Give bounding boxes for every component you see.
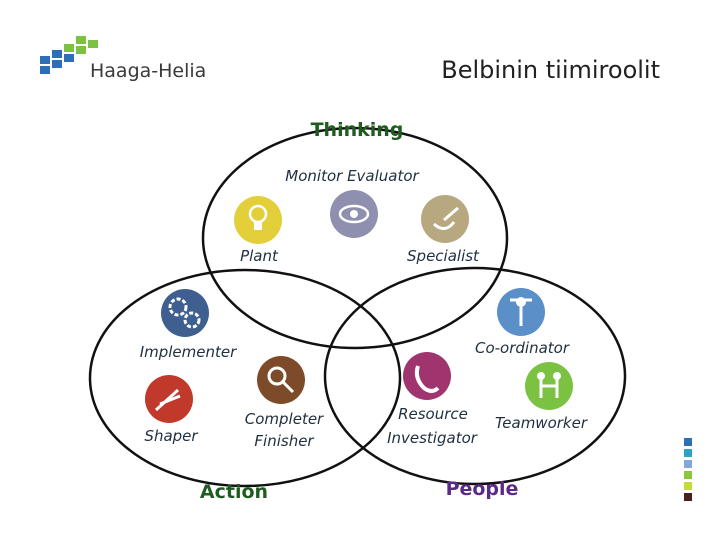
phone-icon	[403, 352, 451, 400]
lightbulb-icon	[234, 196, 282, 244]
role-label-completer: Completer	[245, 410, 324, 428]
role-label-monitor-evaluator: Monitor Evaluator	[285, 167, 419, 185]
magnifier-icon	[257, 356, 305, 404]
bolt-icon	[145, 375, 193, 423]
strip-block	[684, 460, 692, 468]
role-label-specialist: Specialist	[407, 247, 480, 265]
slide-title: Belbinin tiimiroolit	[441, 56, 660, 84]
role-label-implementer: Implementer	[140, 343, 237, 361]
role-label-finisher: Finisher	[254, 432, 314, 450]
role-label-investigator: Investigator	[387, 429, 478, 447]
thinking-circle	[201, 126, 509, 350]
cluster-label-thinking: Thinking	[311, 119, 404, 141]
strip-block	[684, 493, 692, 501]
role-label-co-ordinator: Co-ordinator	[475, 339, 570, 357]
strip-block	[684, 438, 692, 446]
haaga-helia-logo	[40, 36, 98, 74]
brand-name: Haaga-Helia	[90, 60, 207, 82]
cluster-label-people: People	[446, 478, 519, 500]
person-icon	[497, 288, 545, 336]
gears-icon	[161, 289, 209, 337]
action-circle	[88, 268, 402, 488]
role-label-resource: Resource	[398, 405, 468, 423]
strip-block	[684, 482, 692, 490]
role-label-plant: Plant	[240, 247, 279, 265]
cluster-label-action: Action	[200, 481, 268, 503]
eye-icon	[330, 190, 378, 238]
tool-icon	[421, 195, 469, 243]
strip-block	[684, 449, 692, 457]
brand-color-strip	[684, 438, 692, 512]
strip-block	[684, 471, 692, 479]
role-label-shaper: Shaper	[144, 427, 198, 445]
role-label-teamworker: Teamworker	[495, 414, 588, 432]
people-circle	[323, 266, 627, 486]
people-icon	[525, 362, 573, 410]
